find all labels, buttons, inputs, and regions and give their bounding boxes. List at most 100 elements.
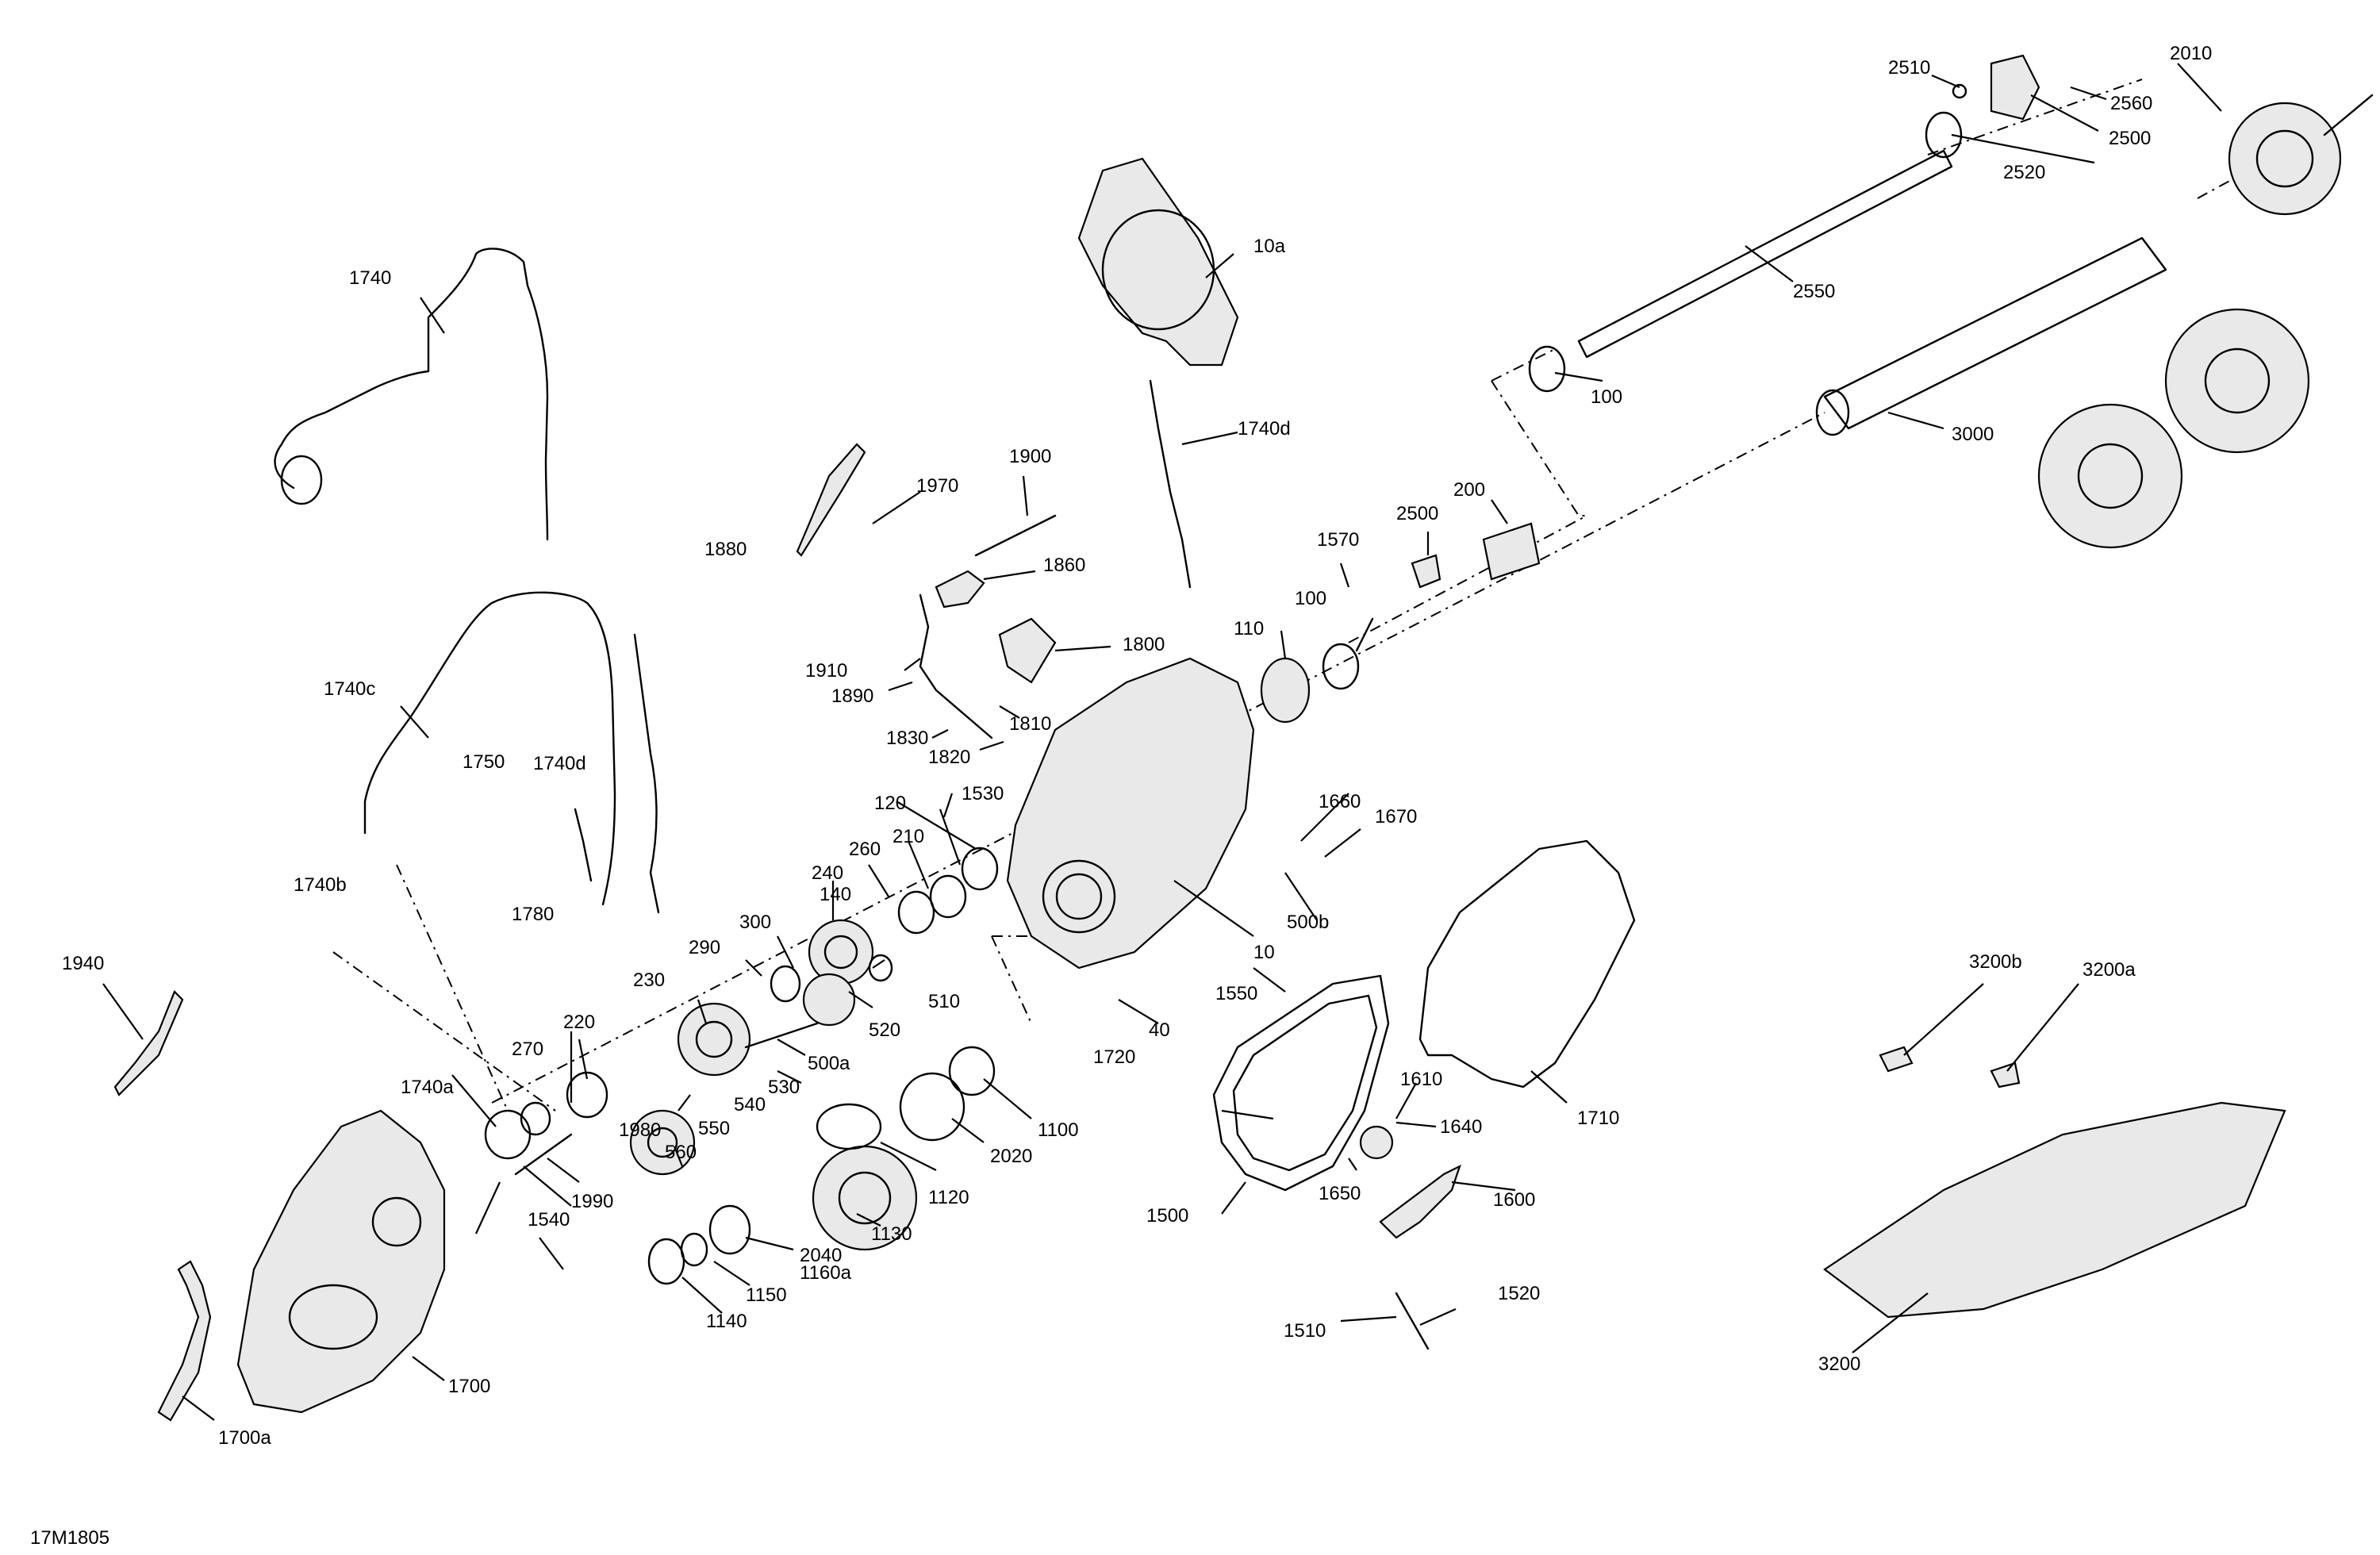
- callout-1710: 1710: [1577, 1108, 1619, 1129]
- callout-2010: 2010: [2170, 43, 2212, 64]
- callout-220: 220: [563, 1012, 595, 1033]
- callout-1740c: 1740c: [324, 678, 375, 700]
- callout-2500-top: 2500: [2109, 128, 2151, 149]
- callout-1860: 1860: [1043, 555, 1085, 576]
- callout-2510: 2510: [1888, 57, 1930, 79]
- callout-100-mid: 100: [1295, 588, 1326, 609]
- part-3200a-3200b-clips: [1879, 1046, 2021, 1088]
- callout-2550: 2550: [1793, 281, 1835, 302]
- part-1600-tensioner: [1359, 1125, 1461, 1239]
- callout-1740d-mid: 1740d: [533, 753, 586, 774]
- callout-1700: 1700: [448, 1376, 490, 1397]
- callout-230: 230: [633, 969, 665, 991]
- part-1940-lever: [113, 990, 184, 1096]
- callout-1970: 1970: [916, 475, 958, 497]
- callout-2520: 2520: [2003, 162, 2045, 183]
- callout-1640: 1640: [1440, 1116, 1482, 1138]
- callout-1130: 1130: [871, 1223, 912, 1245]
- part-small-rings: [484, 847, 999, 1285]
- callout-540: 540: [734, 1094, 766, 1115]
- callout-1740a: 1740a: [401, 1077, 454, 1098]
- part-shafts-pins: [514, 617, 1430, 1350]
- callout-1750: 1750: [463, 751, 505, 773]
- callout-1700a: 1700a: [218, 1427, 271, 1449]
- callout-210: 210: [892, 826, 924, 847]
- callout-1980: 1980: [619, 1119, 661, 1141]
- callout-1720: 1720: [1093, 1046, 1135, 1068]
- callout-1940: 1940: [62, 953, 104, 974]
- callout-500b: 500b: [1287, 912, 1329, 933]
- callout-550: 550: [698, 1118, 730, 1139]
- part-1740-wire-harness: [274, 248, 549, 541]
- part-10a-gasket: [1077, 157, 1239, 367]
- callout-200: 200: [1453, 479, 1485, 501]
- part-2550-shaft: [1528, 149, 1953, 393]
- callout-1740d-top: 1740d: [1238, 418, 1291, 440]
- part-1700a-lever: [157, 1260, 212, 1422]
- part-1900-spring: [974, 514, 1057, 557]
- callout-1890: 1890: [831, 685, 873, 707]
- callout-290: 290: [689, 937, 720, 958]
- callout-1800: 1800: [1123, 634, 1165, 655]
- callout-1740: 1740: [349, 267, 391, 289]
- callout-530: 530: [768, 1077, 800, 1098]
- part-2010-bearing-housing: [2228, 94, 2374, 216]
- callout-labels: 10a 10 40 100 100 110 120 140 200 210 22…: [62, 43, 2212, 1449]
- callout-40: 40: [1149, 1019, 1170, 1041]
- callout-1160a: 1160a: [800, 1262, 852, 1284]
- part-3200-skid-plate: [1823, 1101, 2286, 1319]
- callout-510: 510: [928, 991, 960, 1012]
- callout-120: 120: [874, 793, 906, 814]
- callout-1600: 1600: [1493, 1189, 1535, 1211]
- callout-1650: 1650: [1319, 1183, 1361, 1204]
- leader-lines: [102, 63, 2222, 1421]
- part-1740c-wire-harness: [363, 591, 660, 914]
- part-10-gearcase-housing: [1006, 657, 1255, 969]
- callout-1610: 1610: [1400, 1069, 1442, 1090]
- drawing-reference-code: 17M1805: [30, 1527, 109, 1549]
- callout-2560: 2560: [2110, 93, 2152, 114]
- callout-1530: 1530: [962, 783, 1004, 804]
- callout-1780: 1780: [512, 904, 554, 925]
- part-drive-sprockets: [2037, 308, 2310, 549]
- callout-300: 300: [739, 912, 771, 933]
- part-2500-2520-retainer: [1925, 54, 2040, 159]
- part-1860-1800-forks: [935, 570, 1057, 684]
- callout-1540: 1540: [528, 1209, 570, 1231]
- callout-1520: 1520: [1498, 1283, 1540, 1304]
- part-1710-gasket: [1418, 839, 1636, 1088]
- part-1890-link-rod: [919, 593, 993, 739]
- callout-500a: 500a: [808, 1053, 850, 1074]
- callout-1510: 1510: [1284, 1320, 1326, 1342]
- callout-1140: 1140: [706, 1311, 747, 1332]
- callout-1670: 1670: [1375, 806, 1417, 827]
- callout-1660: 1660: [1319, 791, 1361, 812]
- callout-260: 260: [849, 839, 881, 860]
- callout-10: 10: [1253, 942, 1275, 963]
- callout-1570: 1570: [1317, 529, 1359, 551]
- callout-1100: 1100: [1038, 1119, 1079, 1141]
- callout-240: 240: [812, 862, 843, 884]
- part-1700-chaincase-cover: [236, 1109, 446, 1414]
- callout-560: 560: [665, 1142, 697, 1163]
- callout-2500-mid: 2500: [1396, 503, 1438, 524]
- callout-1830: 1830: [886, 728, 928, 749]
- callout-140: 140: [820, 884, 851, 905]
- callout-1150: 1150: [746, 1284, 787, 1306]
- callout-520: 520: [869, 1019, 900, 1041]
- part-1500-chain: [1212, 974, 1390, 1192]
- callout-1120: 1120: [928, 1187, 969, 1208]
- callout-1820: 1820: [928, 747, 970, 768]
- callout-100-top: 100: [1591, 386, 1622, 408]
- callout-3200a: 3200a: [2082, 959, 2136, 981]
- callout-1550: 1550: [1215, 983, 1257, 1004]
- callout-3200: 3200: [1818, 1353, 1860, 1375]
- callout-3200b: 3200b: [1969, 951, 2022, 973]
- callout-1910: 1910: [805, 660, 847, 682]
- callout-270: 270: [512, 1039, 543, 1060]
- part-200-2500-bearings: [1260, 522, 1541, 724]
- callout-3000: 3000: [1952, 424, 1994, 445]
- part-3000-drive-axle: [1815, 236, 2167, 436]
- part-1740d-wire: [574, 379, 1192, 882]
